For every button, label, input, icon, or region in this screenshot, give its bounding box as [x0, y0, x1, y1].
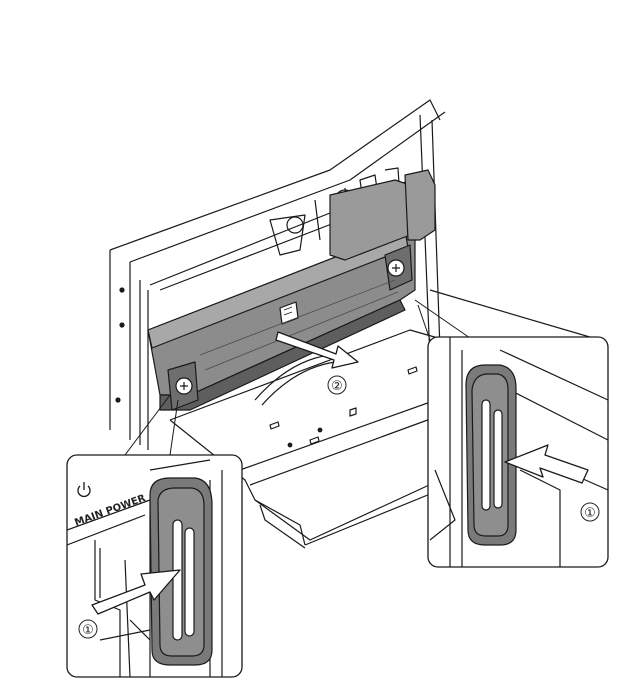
toner-unit — [147, 169, 436, 411]
step-2-label: ② — [331, 379, 343, 394]
step-2-marker: ② — [327, 375, 347, 395]
left-inset: MAIN POWER ① — [66, 454, 243, 678]
step-1-marker-left: ① — [78, 619, 98, 639]
inset-leaders — [124, 299, 471, 456]
step-1-marker-right: ① — [580, 502, 600, 522]
pull-arrow — [275, 331, 359, 369]
step-1-label-left: ① — [82, 623, 94, 638]
power-icon — [77, 482, 91, 498]
right-inset: ① — [427, 336, 609, 568]
step-1-label-right: ① — [584, 506, 596, 521]
